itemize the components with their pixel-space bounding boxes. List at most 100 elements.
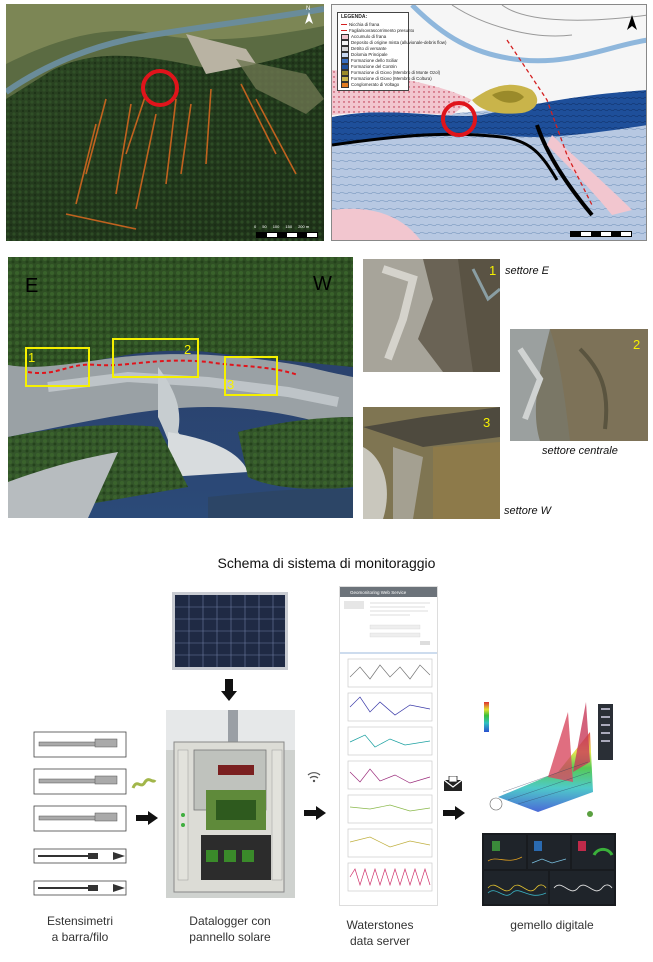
legend-label: Deposito di origine mista (alluvionale-d… bbox=[351, 39, 447, 45]
legend-label: Formazione del Contrin bbox=[351, 63, 397, 69]
sector-photo-centrale: 2 bbox=[510, 329, 648, 441]
legend-label: Faglia/sovrascorrimento presunto bbox=[349, 27, 415, 33]
legend-item: Conglomerato di Voltago bbox=[341, 81, 405, 88]
scale-label: 0 bbox=[254, 224, 257, 229]
digital-twin-3d-image bbox=[484, 702, 613, 817]
satellite-map-image bbox=[6, 4, 324, 241]
sector-photo-image bbox=[363, 259, 500, 372]
north-arrow-icon bbox=[305, 12, 313, 24]
schema-title: Schema di sistema di monitoraggio bbox=[217, 555, 436, 571]
extensometer-group bbox=[33, 731, 127, 901]
legend-swatch bbox=[341, 51, 349, 58]
aerial-photo-image bbox=[8, 257, 353, 518]
legend-swatch bbox=[341, 33, 349, 40]
caption-server: Waterstones data server bbox=[330, 917, 430, 949]
sector-photo-image bbox=[363, 407, 500, 519]
digital-twin-dashboard bbox=[482, 833, 616, 906]
focus-circle bbox=[441, 101, 477, 137]
legend-swatch bbox=[341, 30, 347, 32]
sector-photo-number: 3 bbox=[483, 415, 491, 430]
legend-swatch bbox=[341, 81, 349, 88]
sector-photo-number: 1 bbox=[489, 263, 497, 278]
caption-twin: gemello digitale bbox=[492, 917, 612, 933]
web-service-charts bbox=[340, 601, 437, 892]
caption-line: gemello digitale bbox=[510, 918, 594, 932]
aerial-photo: E W 1 2 3 bbox=[8, 257, 353, 518]
legend-label: Conglomerato di Voltago bbox=[351, 81, 400, 87]
legend-item: Formazione del Contrin bbox=[341, 63, 405, 70]
legend-label: Formazione di Giovo (Membro di Monte Ozo… bbox=[351, 69, 441, 75]
scale-label: 100 bbox=[272, 224, 280, 229]
legend-title: LEGENDA: bbox=[341, 14, 368, 20]
sector-box-1 bbox=[25, 347, 90, 387]
sector-box-2 bbox=[112, 338, 199, 378]
datalogger-image bbox=[166, 710, 295, 898]
label-west: W bbox=[313, 273, 332, 295]
legend-item: Formazione di Giovo (Membro di Coltura) bbox=[341, 75, 432, 82]
web-service-header: Geomonitoring Web Service bbox=[340, 587, 437, 597]
cable-icon bbox=[131, 778, 157, 789]
sector-photo-image bbox=[510, 329, 648, 441]
legend-label: Accumulo di frana bbox=[351, 33, 387, 39]
scale-bar bbox=[256, 232, 318, 238]
legend-swatch bbox=[341, 57, 349, 64]
scale-label: 50 bbox=[262, 224, 267, 229]
datalogger-photo bbox=[166, 710, 295, 898]
extensometer-images bbox=[33, 731, 127, 896]
legend-item: Formazione di Giovo (Membro di Monte Ozo… bbox=[341, 69, 440, 76]
solar-panel-image bbox=[172, 592, 288, 670]
label-east: E bbox=[25, 275, 39, 297]
legend-label: Detrito di versante bbox=[351, 45, 387, 51]
sector-photo-e: 1 bbox=[363, 259, 500, 372]
scale-label: 200 m bbox=[298, 224, 310, 229]
caption-line: pannello solare bbox=[189, 930, 271, 944]
arrow-right-icon bbox=[443, 806, 465, 820]
sector-box-3 bbox=[224, 356, 278, 396]
legend-swatch bbox=[341, 75, 349, 82]
legend-swatch bbox=[341, 24, 347, 26]
legend-item: Dolomia Principale bbox=[341, 51, 405, 58]
failure-line bbox=[27, 359, 299, 376]
sector-photo-w: 3 bbox=[363, 407, 500, 519]
legend-item: Nicchia di frana bbox=[341, 22, 405, 28]
legend-swatch bbox=[341, 39, 349, 46]
legend-label: Dolomia Principale bbox=[351, 51, 388, 57]
web-service-title: Geomonitoring Web Service bbox=[350, 589, 407, 595]
focus-circle bbox=[141, 69, 179, 107]
legend-item: Detrito di versante bbox=[341, 45, 405, 52]
mail-icon bbox=[443, 776, 463, 791]
satellite-map: N 0 50 100 150 200 m bbox=[6, 4, 324, 241]
caption-datalogger: Datalogger con pannello solare bbox=[170, 913, 290, 945]
north-arrow-icon bbox=[627, 15, 637, 30]
sector-caption-centrale: settore centrale bbox=[542, 445, 618, 457]
legend-swatch bbox=[341, 45, 349, 52]
caption-line: data server bbox=[349, 934, 411, 948]
caption-line: Estensimetri bbox=[46, 914, 114, 928]
arrow-right-icon bbox=[304, 806, 326, 820]
wifi-icon bbox=[307, 772, 321, 783]
caption-sensors: Estensimetri a barra/filo bbox=[30, 913, 130, 945]
legend-swatch bbox=[341, 63, 349, 70]
solar-panel bbox=[172, 592, 288, 670]
sector-photo-number: 2 bbox=[633, 337, 641, 352]
legend-item: Formazione dello Sciliar bbox=[341, 57, 405, 64]
legend-swatch bbox=[341, 69, 349, 76]
scale-label: 150 bbox=[285, 224, 293, 229]
sector-box-number: 2 bbox=[184, 342, 192, 357]
scale-labels: 0 50 100 150 200 m bbox=[254, 224, 309, 229]
north-label: N bbox=[306, 6, 311, 12]
web-service-screenshot: Geomonitoring Web Service bbox=[339, 586, 438, 906]
caption-line: Waterstones bbox=[346, 918, 414, 932]
legend-item: Deposito di origine mista (alluvionale-d… bbox=[341, 39, 446, 46]
scale-bar bbox=[570, 231, 632, 237]
digital-twin-3d bbox=[478, 692, 616, 824]
caption-line: a barra/filo bbox=[51, 930, 109, 944]
sector-box-number: 3 bbox=[227, 377, 235, 392]
sector-caption-w: settore W bbox=[504, 505, 552, 517]
legend-item: Accumulo di frana bbox=[341, 33, 405, 40]
arrow-down-icon bbox=[221, 679, 237, 701]
legend-label: Formazione di Giovo (Membro di Coltura) bbox=[351, 75, 432, 81]
legend-item: Faglia/sovrascorrimento presunto bbox=[341, 28, 414, 34]
dashboard-image bbox=[484, 835, 614, 904]
